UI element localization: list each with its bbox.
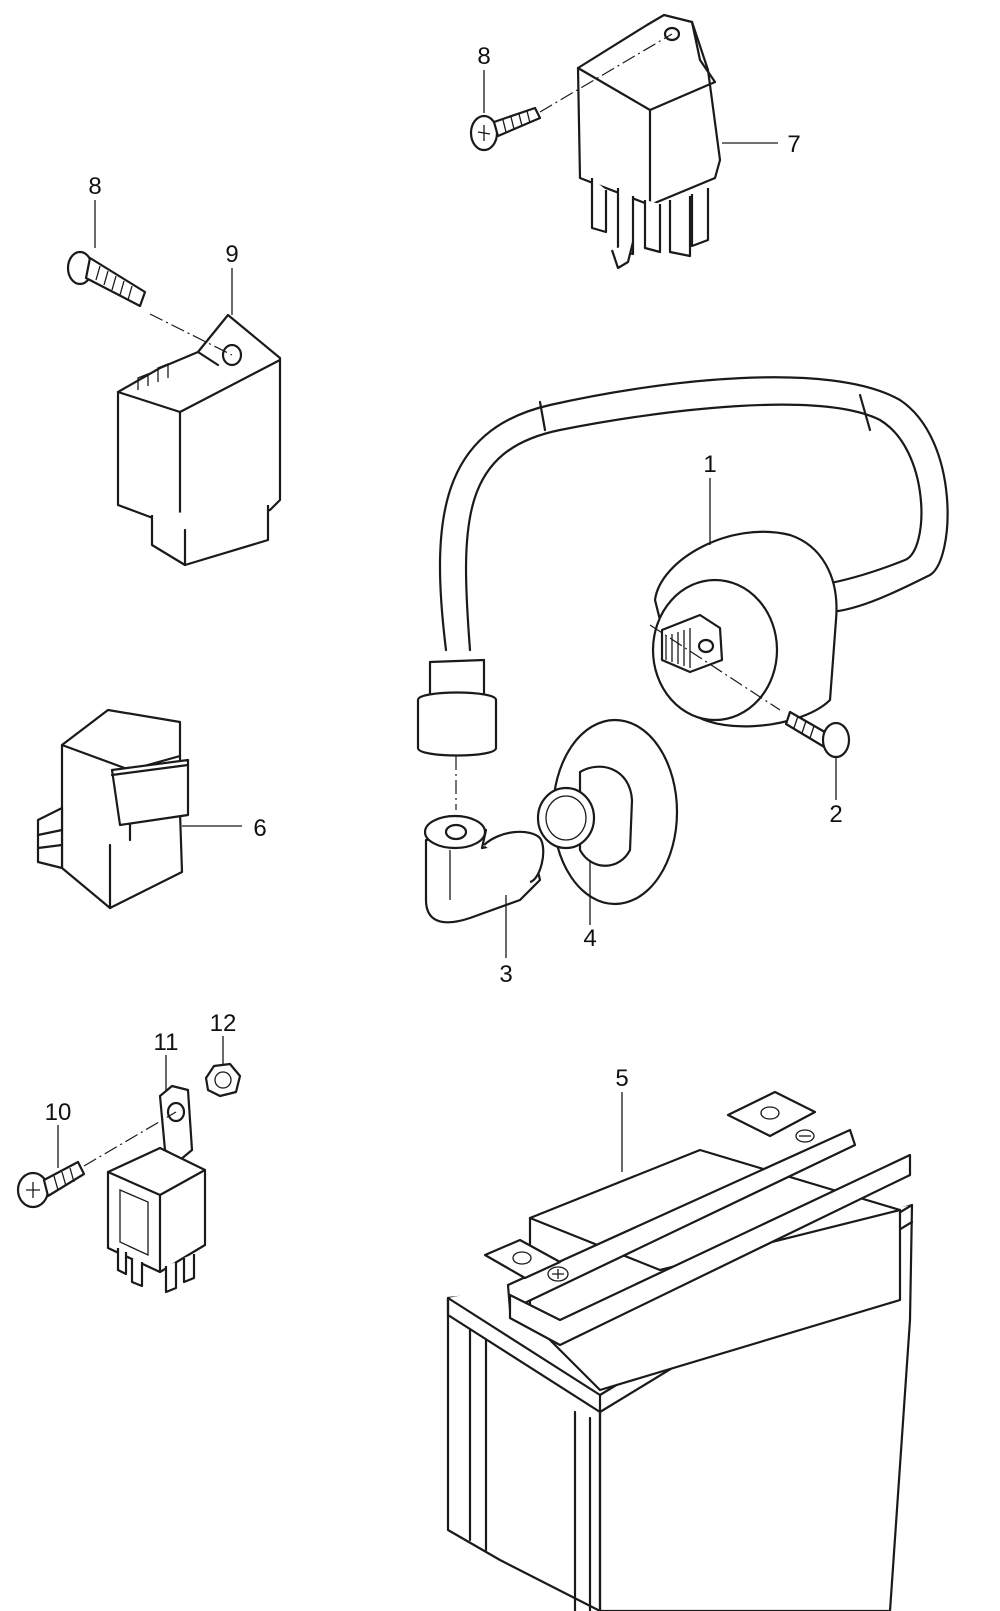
dashline-coil-2 bbox=[649, 624, 781, 711]
callout-2: 2 bbox=[829, 801, 842, 828]
callout-1: 1 bbox=[703, 451, 716, 478]
part-plug-cap-3 bbox=[423, 756, 545, 924]
callout-9: 9 bbox=[225, 241, 238, 268]
part-relay-11 bbox=[106, 1084, 207, 1294]
part-relay-7 bbox=[576, 13, 722, 270]
callout-11: 11 bbox=[154, 1029, 179, 1056]
part-rubber-cap-4 bbox=[536, 718, 679, 906]
screw-8a bbox=[469, 106, 542, 152]
callout-8-left: 8 bbox=[88, 173, 101, 200]
callout-10: 10 bbox=[45, 1099, 72, 1126]
callout-8-top: 8 bbox=[477, 43, 490, 70]
callout-3: 3 bbox=[499, 961, 512, 988]
dashline-8a-7 bbox=[539, 33, 673, 113]
callout-5: 5 bbox=[615, 1065, 628, 1092]
callout-12: 12 bbox=[210, 1010, 237, 1037]
callout-7: 7 bbox=[787, 131, 800, 158]
screw-2 bbox=[784, 710, 851, 759]
part-ignition-coil-1 bbox=[416, 376, 949, 757]
callout-4: 4 bbox=[583, 925, 596, 952]
screw-10 bbox=[16, 1160, 86, 1209]
dashline-10-11 bbox=[83, 1111, 177, 1167]
part-battery-5 bbox=[446, 1090, 914, 1611]
callout-6: 6 bbox=[253, 815, 266, 842]
nut-12 bbox=[204, 1062, 242, 1098]
part-regulator-9 bbox=[116, 313, 282, 567]
dashline-8b-9 bbox=[149, 313, 233, 356]
part-rectifier-6 bbox=[36, 708, 190, 910]
screw-8b bbox=[66, 250, 147, 308]
